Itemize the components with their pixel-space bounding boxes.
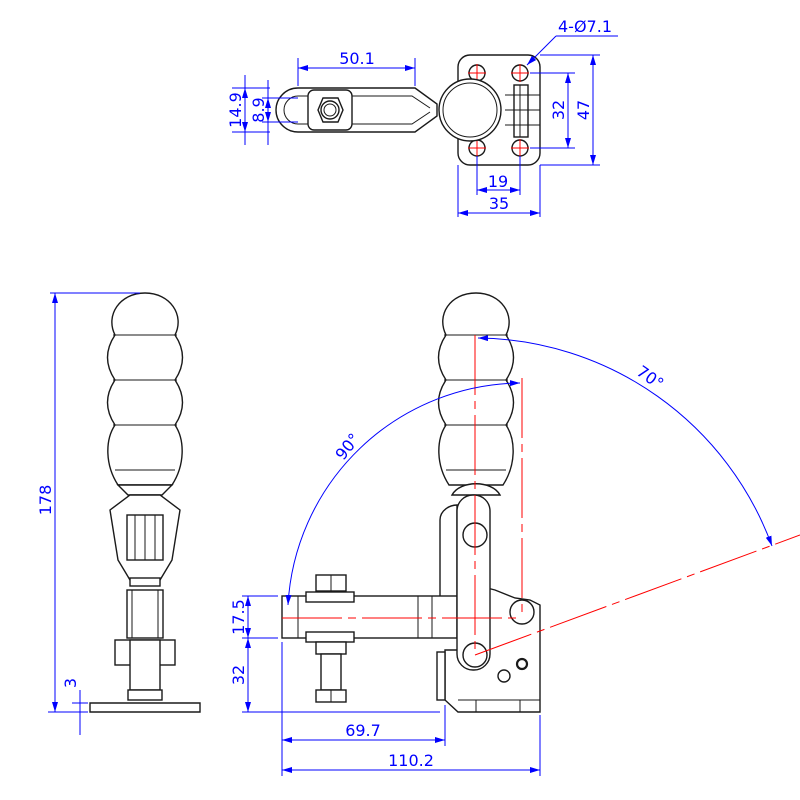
dim-arm-length: 50.1	[339, 49, 375, 68]
dim-outer-width: 14.9	[226, 92, 245, 128]
dim-spindle-reach: 69.7	[345, 721, 381, 740]
spindle-washer-bottom	[305, 631, 355, 643]
dim-inner-width: 8.9	[249, 97, 268, 122]
front-view: 178 3	[36, 292, 201, 735]
arc-70	[477, 335, 773, 547]
nut-front-upper	[129, 577, 161, 587]
nut-front-lower	[127, 689, 163, 701]
dim-total-length: 110.2	[388, 751, 434, 770]
dim-base-height: 47	[574, 100, 593, 120]
dim-holes: 4-Ø7.1	[558, 17, 612, 36]
centerline-angle	[474, 534, 800, 656]
spindle-side	[320, 653, 342, 691]
mounting-holes	[468, 64, 529, 157]
dim-hole-spacing-v: 32	[549, 100, 568, 120]
arm-top	[275, 87, 438, 133]
handle-grip-side	[437, 292, 515, 486]
dim-base-width: 35	[489, 194, 509, 213]
dim-arm-height: 17.5	[229, 599, 248, 635]
top-view: 50.1 14.9 8.9 32 47 19 35 4-Ø7.1	[226, 17, 618, 217]
base-plate-front	[89, 702, 201, 713]
dim-base-thickness: 3	[61, 678, 80, 688]
spindle-washer-top	[305, 591, 355, 603]
side-view: 90° 70° 17.5 32 69.7 110.2	[229, 292, 800, 776]
dim-hole-spacing-h: 19	[488, 172, 508, 191]
dim-total-height: 178	[36, 485, 55, 516]
spindle-block-front	[126, 589, 164, 639]
angle-open-label: 90°	[331, 430, 363, 464]
handle-grip-front	[106, 292, 184, 486]
dim-arm-elevation: 32	[229, 665, 248, 685]
arc-90	[285, 380, 521, 606]
handle-knob-top	[438, 78, 502, 142]
pivot-block-top	[513, 84, 529, 138]
angle-handle-label: 70°	[633, 362, 667, 394]
